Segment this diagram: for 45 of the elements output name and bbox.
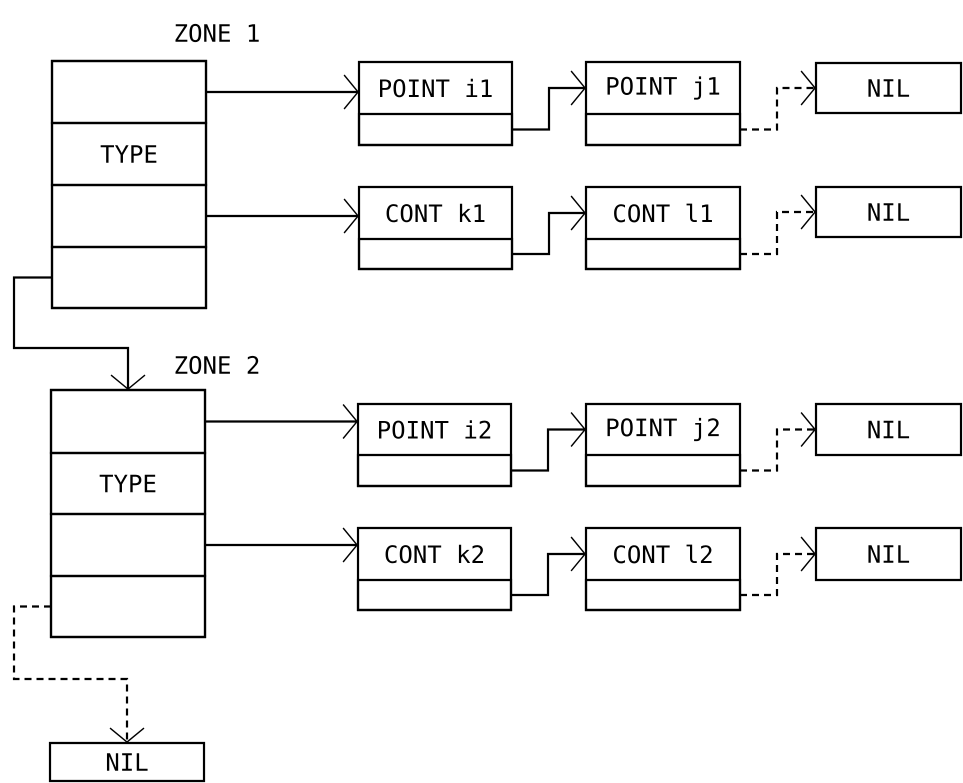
- record-field: [50, 60, 208, 124]
- arrow: [512, 196, 586, 256]
- pointer-field: [584, 238, 742, 270]
- zone-heading: ZONE 1: [176, 24, 259, 42]
- record-box: POINT j1: [584, 60, 742, 146]
- record-box: CONT l1: [584, 186, 742, 270]
- record-box: CONT k1: [358, 186, 514, 270]
- arrow: [511, 536, 586, 596]
- pointer-field: [584, 578, 742, 612]
- record-field: [50, 184, 208, 248]
- record-box: CONT k2: [356, 526, 512, 612]
- dashed-arrow: [740, 194, 816, 256]
- record-field: [50, 512, 206, 578]
- pointer-field: [356, 578, 512, 612]
- record-box: POINT j2: [584, 402, 742, 488]
- arrow: [205, 404, 358, 439]
- pointer-field: [584, 454, 742, 488]
- arrow: [511, 412, 586, 472]
- pointer-field: [358, 112, 514, 146]
- dashed-arrow: [740, 412, 816, 472]
- record-field: [50, 388, 206, 454]
- record-field: [50, 574, 206, 638]
- nil-box: NIL: [814, 62, 962, 114]
- dashed-arrow: [740, 70, 816, 131]
- pointer-field: [356, 454, 512, 488]
- arrow: [205, 528, 358, 562]
- nil-box: NIL: [814, 186, 962, 238]
- dashed-arrow: [12, 605, 144, 743]
- nil-box: NIL: [814, 402, 962, 456]
- arrow: [206, 198, 359, 234]
- pointer-field: [358, 238, 514, 270]
- record-field: [50, 246, 208, 310]
- nil-box: NIL: [48, 742, 206, 782]
- arrow: [512, 70, 586, 131]
- record-box: POINT i2: [356, 402, 512, 488]
- record-field: TYPE: [50, 452, 206, 516]
- arrow: [206, 74, 359, 110]
- record-field: TYPE: [50, 122, 208, 186]
- arrow: [12, 276, 146, 390]
- dashed-arrow: [740, 536, 816, 596]
- record-box: CONT l2: [584, 526, 742, 612]
- record-box: POINT i1: [358, 60, 514, 146]
- zone-heading: ZONE 2: [176, 356, 258, 374]
- pointer-field: [584, 112, 742, 146]
- nil-box: NIL: [814, 526, 962, 582]
